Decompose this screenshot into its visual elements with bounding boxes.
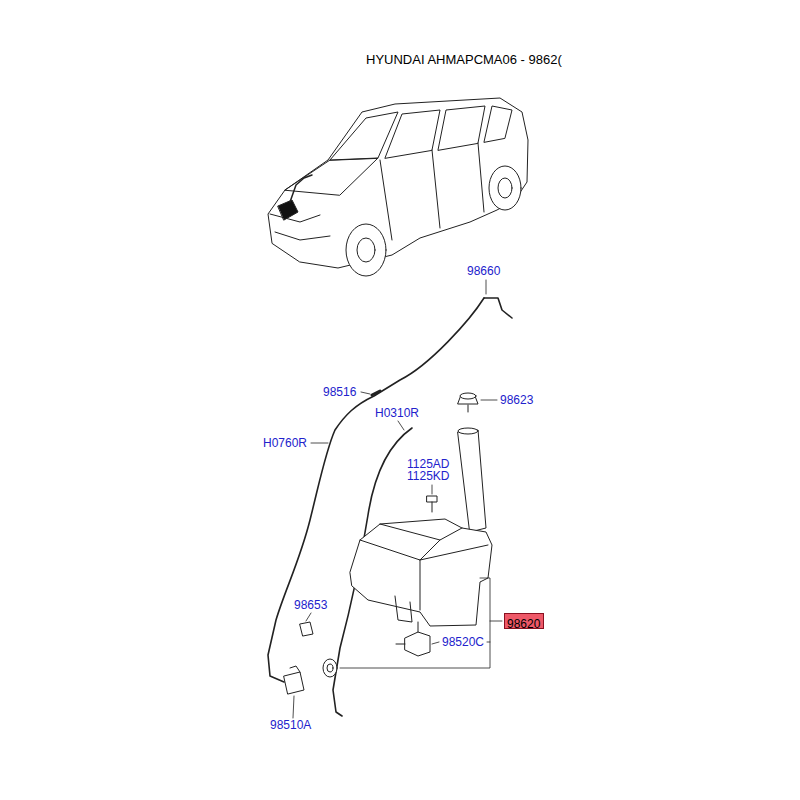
pump <box>396 622 430 656</box>
car-side-windows <box>385 106 512 158</box>
callout-number: 98510A <box>270 718 311 732</box>
leader-line <box>486 280 487 294</box>
tank-body <box>350 519 492 626</box>
tank-bracket <box>395 596 412 622</box>
part-number: 98620 <box>507 617 540 631</box>
hose-connector <box>372 391 380 395</box>
leader-line <box>432 642 439 644</box>
washer-hoses <box>268 298 512 716</box>
washer-location-mark <box>278 200 298 220</box>
grommet <box>323 659 337 677</box>
leader-line <box>293 696 294 718</box>
callout-number: 98623 <box>500 393 533 407</box>
highlighted-part-number: 98620 <box>504 613 544 629</box>
leader-line <box>311 443 328 444</box>
tank-cap-top <box>460 393 476 399</box>
grommet-hole <box>327 664 333 672</box>
callout-number: 98653 <box>294 598 327 612</box>
car-door-lines <box>380 143 484 240</box>
callout-number: 1125KD <box>407 469 449 483</box>
nozzle <box>284 666 304 694</box>
car-windshield <box>330 112 398 160</box>
leader-line <box>398 421 404 430</box>
callout-number: 98520C <box>442 635 484 649</box>
clip <box>300 622 313 636</box>
tank-cap-stem <box>468 405 469 412</box>
bolt <box>427 496 437 512</box>
leader-line <box>487 642 490 643</box>
tank-detail <box>360 524 488 610</box>
car-body <box>268 98 528 268</box>
small-parts <box>284 622 430 694</box>
car-illustration <box>268 98 528 276</box>
washer-location-wire <box>290 175 312 202</box>
car-hood <box>285 158 378 195</box>
car-front-wheel <box>346 224 386 276</box>
callout-number: 98660 <box>467 264 500 278</box>
tank-neck <box>458 430 486 532</box>
car-rear-wheel <box>489 166 521 210</box>
leader-line <box>361 392 370 394</box>
leader-line <box>490 621 502 622</box>
car-grille <box>270 214 330 240</box>
leader-line <box>481 400 497 401</box>
leader-line <box>432 485 433 494</box>
tank-neck-top <box>458 428 478 434</box>
diagram-title: HYUNDAI AHMAPCMA06 - 9862( <box>366 53 562 67</box>
callout-number: 1125AD <box>407 457 449 471</box>
hose-end-fitting <box>484 298 512 318</box>
callout-number: H0760R <box>263 436 307 450</box>
callout-number: H0310R <box>375 406 419 420</box>
leader-lines <box>293 280 502 718</box>
washer-tank <box>350 393 492 626</box>
callout-number: 98516 <box>323 385 356 399</box>
car-front-wheel-hub <box>357 238 375 262</box>
bracket-line <box>340 578 490 668</box>
car-rear-wheel-hub <box>498 178 512 198</box>
leader-line <box>306 613 311 621</box>
